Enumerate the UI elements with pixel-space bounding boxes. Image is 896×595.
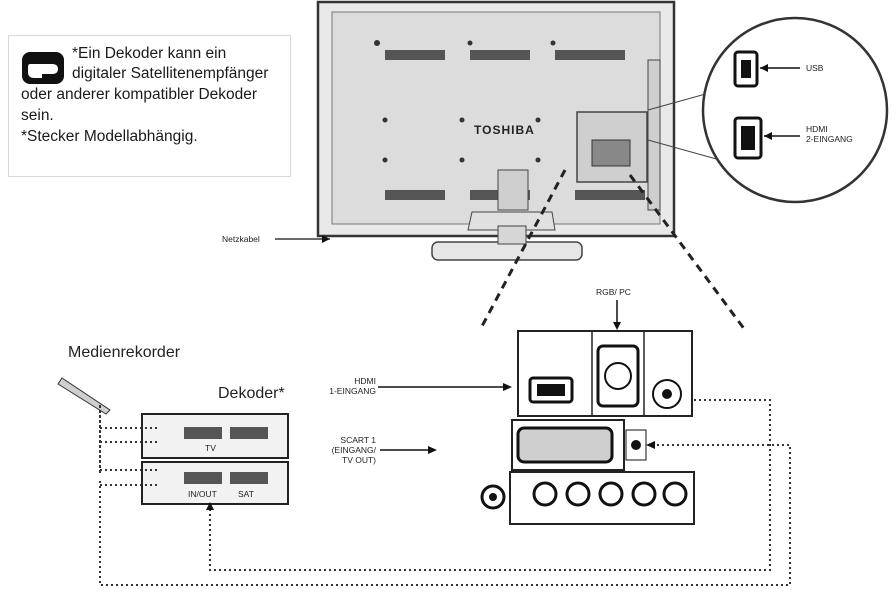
medienrekorder-label: Medienrekorder: [68, 344, 181, 362]
hdmi2-label-1: HDMI: [806, 124, 828, 134]
note-line-5: *Stecker Modellabhängig.: [21, 128, 198, 145]
hdmi1-label-1: HDMI: [354, 376, 376, 386]
scart-label-3: TV OUT): [342, 455, 376, 465]
scart-port: [516, 426, 614, 464]
tv-jack-label: TV: [205, 443, 216, 453]
scart-label-1: SCART 1: [340, 435, 376, 445]
hdmi2-label-2: 2-EINGANG: [806, 134, 853, 144]
note-line-2: digitaler Satellitenempfänger: [72, 65, 269, 82]
dekoder-label: Dekoder*: [218, 385, 285, 403]
in-out-jack-label: IN/OUT: [188, 489, 217, 499]
sat-jack-label: SAT: [238, 489, 254, 499]
note-line-4: sein.: [21, 107, 54, 124]
dekoder-devices: [141, 413, 289, 505]
media-recorder: [57, 377, 111, 475]
tv-back: TOSHIBA: [316, 0, 676, 261]
connector-panel: [480, 330, 695, 525]
component-jacks: [532, 481, 688, 507]
rgb-pc-label: RGB/ PC: [596, 287, 631, 297]
hdmi1-label-2: 1-EINGANG: [329, 386, 376, 396]
usb-label: USB: [806, 63, 824, 73]
netzkabel-label: Netzkabel: [222, 234, 260, 244]
pointing-hand-icon: [22, 52, 64, 84]
note-line-1: *Ein Dekoder kann ein: [72, 45, 227, 62]
tv-brand: TOSHIBA: [474, 123, 535, 137]
note-line-3: oder anderer kompatibler Dekoder: [21, 86, 258, 103]
scart-label-2: (EINGANG/: [331, 445, 376, 455]
zoom-circle: [647, 16, 889, 204]
dotted-cables: [99, 399, 791, 586]
